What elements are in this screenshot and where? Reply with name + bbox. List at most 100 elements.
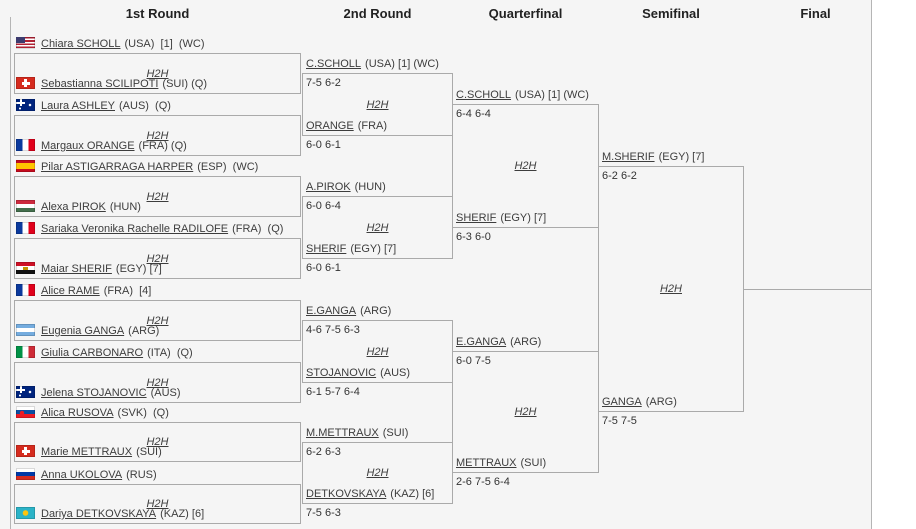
player-name-link[interactable]: C.SCHOLL xyxy=(456,89,512,101)
player-name-link[interactable]: Sebastianna SCILIPOTI xyxy=(41,78,159,90)
player-entry: C.SCHOLL(USA) [1] (WC) xyxy=(306,56,439,72)
player-name-link[interactable]: METTRAUX xyxy=(456,457,517,469)
flag-hun-icon xyxy=(16,200,35,212)
player-name-link[interactable]: SHERIF xyxy=(306,243,347,255)
h2h-link[interactable]: H2H xyxy=(146,67,169,80)
match-score: 6-0 7-5 xyxy=(456,355,491,367)
player-name-link[interactable]: SHERIF xyxy=(456,212,497,224)
player-entry: Pilar ASTIGARRAGA HARPER(ESP) (WC) xyxy=(16,159,258,175)
player-entry: Giulia CARBONARO(ITA) (Q) xyxy=(16,345,193,361)
h2h-link[interactable]: H2H xyxy=(366,221,389,234)
player-name-link[interactable]: E.GANGA xyxy=(306,305,357,317)
player-name-link[interactable]: ORANGE xyxy=(306,120,354,132)
match-box-r1-6: H2H xyxy=(14,362,301,403)
player-entry: Eugenia GANGA(ARG) xyxy=(16,323,159,339)
player-entry: Alica RUSOVA(SVK) (Q) xyxy=(16,405,169,421)
player-info: (EGY) [7] xyxy=(115,263,162,275)
h2h-link[interactable]: H2H xyxy=(366,467,389,479)
player-entry: ORANGE(FRA) xyxy=(306,118,387,134)
player-entry: E.GANGA(ARG) xyxy=(456,334,541,350)
player-name-link[interactable]: Eugenia GANGA xyxy=(41,325,125,337)
flag-svk-icon xyxy=(16,406,35,418)
player-info: (SUI) (Q) xyxy=(162,78,208,90)
player-entry: Chiara SCHOLL(USA) [1] (WC) xyxy=(16,36,205,52)
h2h-link[interactable]: H2H xyxy=(146,129,169,142)
flag-rus-icon xyxy=(16,468,35,480)
player-info: (ARG) xyxy=(128,325,160,337)
player-entry: A.PIROK(HUN) xyxy=(306,179,386,195)
player-name-link[interactable]: Chiara SCHOLL xyxy=(41,38,121,50)
h2h-link[interactable]: H2H xyxy=(146,376,169,389)
h2h-link[interactable]: H2H xyxy=(366,98,389,111)
player-name-link[interactable]: Laura ASHLEY xyxy=(41,100,115,112)
player-entry: E.GANGA(ARG) xyxy=(306,303,391,319)
player-name-link[interactable]: Dariya DETKOVSKAYA xyxy=(41,508,157,520)
h2h-link[interactable]: H2H xyxy=(514,160,537,172)
player-info: (KAZ) [6] xyxy=(160,508,205,520)
h2h-link[interactable]: H2H xyxy=(146,436,169,448)
player-info: (FRA) xyxy=(357,120,388,132)
flag-kaz-icon xyxy=(16,507,35,519)
flag-ita-icon xyxy=(16,346,35,358)
player-name-link[interactable]: Giulia CARBONARO xyxy=(41,347,144,359)
h2h-link[interactable]: H2H xyxy=(146,314,169,327)
player-name-link[interactable]: Sariaka Veronika Rachelle RADILOFE xyxy=(41,223,229,235)
match-score: 6-2 6-3 xyxy=(306,446,341,458)
player-info: (SUI) xyxy=(520,457,547,469)
player-name-link[interactable]: Anna UKOLOVA xyxy=(41,469,123,481)
player-name-link[interactable]: Alexa PIROK xyxy=(41,201,106,213)
player-name-link[interactable]: GANGA xyxy=(602,396,642,408)
h2h-link[interactable]: H2H xyxy=(514,406,537,418)
final-winner-line xyxy=(743,289,871,290)
player-name-link[interactable]: Margaux ORANGE xyxy=(41,140,135,152)
player-name-link[interactable]: M.SHERIF xyxy=(602,151,655,163)
flag-egy-icon xyxy=(16,262,35,274)
match-score: 6-4 6-4 xyxy=(456,108,491,120)
player-info: (SVK) (Q) xyxy=(117,407,169,419)
h2h-link[interactable]: H2H xyxy=(146,190,169,203)
h2h-link[interactable]: H2H xyxy=(659,283,682,295)
player-entry: STOJANOVIC(AUS) xyxy=(306,365,410,381)
player-name-link[interactable]: A.PIROK xyxy=(306,181,351,193)
player-name-link[interactable]: C.SCHOLL xyxy=(306,58,362,70)
player-info: (EGY) [7] xyxy=(658,151,705,163)
player-name-link[interactable]: STOJANOVIC xyxy=(306,367,377,379)
player-info: (FRA) [4] xyxy=(103,285,152,297)
flag-aus-icon xyxy=(16,99,35,111)
player-info: (AUS) (Q) xyxy=(119,100,171,112)
match-score: 7-5 6-2 xyxy=(306,77,341,89)
player-info: (EGY) [7] xyxy=(350,243,397,255)
flag-aus-icon xyxy=(16,386,35,398)
match-score: 6-0 6-1 xyxy=(306,139,341,151)
player-info: (RUS) xyxy=(126,469,157,481)
player-entry: M.SHERIF(EGY) [7] xyxy=(602,149,704,165)
player-name-link[interactable]: Marie METTRAUX xyxy=(41,446,133,458)
match-box-sf-1: H2H xyxy=(598,166,744,412)
player-name-link[interactable]: M.METTRAUX xyxy=(306,427,379,439)
h2h-link[interactable]: H2H xyxy=(366,345,389,358)
player-info: (USA) [1] (WC) xyxy=(124,38,205,50)
match-box-qf-2: H2H xyxy=(452,351,599,473)
match-score: 7-5 6-3 xyxy=(306,507,341,519)
player-info: (ITA) (Q) xyxy=(147,347,193,359)
player-name-link[interactable]: Alice RAME xyxy=(41,285,100,297)
player-info: (AUS) xyxy=(150,387,181,399)
player-entry: Maiar SHERIF(EGY) [7] xyxy=(16,261,162,277)
h2h-link[interactable]: H2H xyxy=(146,498,169,510)
match-box-r2-4: H2H xyxy=(302,442,453,504)
player-name-link[interactable]: Jelena STOJANOVIC xyxy=(41,387,147,399)
table-left-border xyxy=(10,17,11,529)
match-score: 6-3 6-0 xyxy=(456,231,491,243)
player-info: (ARG) xyxy=(510,336,542,348)
flag-esp-icon xyxy=(16,160,35,172)
player-info: (USA) [1] (WC) xyxy=(515,89,589,101)
player-entry: Alexa PIROK(HUN) xyxy=(16,199,141,215)
player-name-link[interactable]: Pilar ASTIGARRAGA HARPER xyxy=(41,161,194,173)
player-name-link[interactable]: Alica RUSOVA xyxy=(41,407,114,419)
player-name-link[interactable]: E.GANGA xyxy=(456,336,507,348)
player-entry: Alice RAME(FRA) [4] xyxy=(16,283,151,299)
player-name-link[interactable]: Maiar SHERIF xyxy=(41,263,112,275)
player-name-link[interactable]: DETKOVSKAYA xyxy=(306,488,387,500)
h2h-link[interactable]: H2H xyxy=(146,252,169,265)
flag-sui-icon xyxy=(16,445,35,457)
